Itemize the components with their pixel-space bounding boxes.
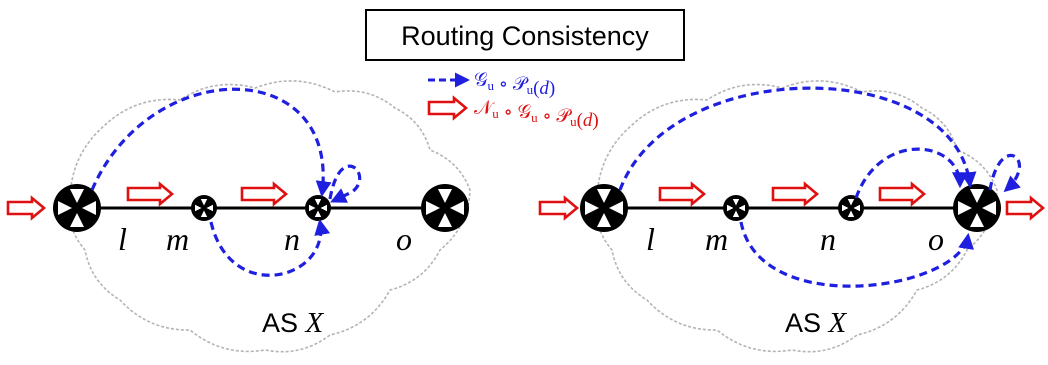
panel-right: l m n o AS X [538,80,1046,353]
node-label-n: n [820,221,836,257]
arrow-l-to-o [618,86,977,191]
red-hollow-arrow-icon [1005,195,1046,221]
red-hollow-arrow-icon [771,181,820,207]
title-box: Routing Consistency [365,9,685,61]
border-router-o [953,184,1001,232]
node-label-l: l [118,221,127,257]
red-hollow-arrow-icon [6,195,47,221]
internal-router-n [305,195,331,221]
node-label-o: o [928,221,944,257]
arrow-n-to-o [854,147,968,199]
node-label-m: m [705,221,728,257]
legend-label-ngp: 𝒩u ∘ 𝒢u ∘ 𝒫u(d) [474,98,599,131]
arrow-m-to-n [209,218,331,277]
border-router-l [53,184,101,232]
arrow-n-self [328,164,362,203]
node-label-n: n [284,221,300,257]
as-label: AS X [785,307,848,339]
red-hollow-arrow-icon [240,181,289,207]
as-label: AS X [262,307,325,339]
red-hollow-arrow-icon [538,195,580,221]
legend: 𝒢u ∘ 𝒫u(d) 𝒩u ∘ 𝒢u ∘ 𝒫u(d) [427,70,599,131]
arrow-o-self [988,153,1021,193]
node-label-m: m [166,221,189,257]
border-router-o [421,184,469,232]
legend-hollow-arrow-icon [427,95,469,121]
panel-left: l m n o AS X [6,80,471,353]
red-hollow-arrow-icon [878,181,927,207]
internal-router-n [838,195,864,221]
legend-item-gp: 𝒢u ∘ 𝒫u(d) [428,70,555,99]
node-label-l: l [646,221,655,257]
arrow-m-to-o [739,221,974,288]
node-label-o: o [396,221,412,257]
arrow-l-to-n [90,87,332,198]
internal-router-m [191,195,217,221]
legend-hollow-arrow-icon [427,95,469,121]
red-hollow-arrow-icon [658,181,707,207]
border-router-l [580,184,628,232]
diagram-title: Routing Consistency [401,21,649,51]
legend-label-gp: 𝒢u ∘ 𝒫u(d) [474,70,555,99]
internal-router-m [723,195,749,221]
red-hollow-arrow-icon [126,181,175,207]
legend-item-ngp: 𝒩u ∘ 𝒢u ∘ 𝒫u(d) [427,95,599,131]
